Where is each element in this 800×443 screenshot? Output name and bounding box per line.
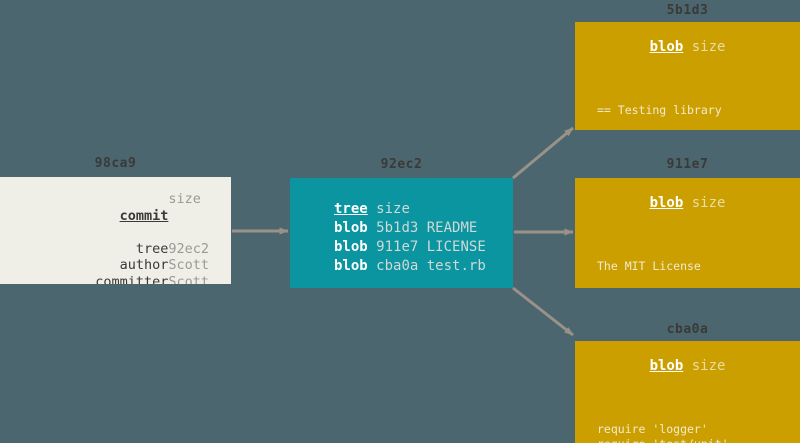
tree-box-body: tree size blob 5b1d3 README blob 911e7 L… — [290, 178, 513, 288]
table-row: tree 92ec2 — [22, 241, 209, 258]
node-blob-5b1d3[interactable]: 5b1d3 blob size == Testing library This … — [575, 3, 800, 130]
tree-entry-kind: blob — [334, 258, 368, 274]
tree-entry-detail: cba0a test.rb — [368, 258, 486, 274]
tree-entry-detail: 5b1d3 README — [368, 220, 478, 236]
commit-field-value-author: Scott — [168, 257, 209, 273]
blob-test-body: blob size require 'logger' require 'test… — [575, 341, 800, 443]
blob-readme-content: == Testing library This library is used … — [575, 55, 800, 130]
list-item: blob cba0a test.rb — [334, 257, 513, 276]
table-row: commit size — [22, 191, 209, 241]
node-blob-test-id-label: cba0a — [666, 322, 709, 337]
node-tree-id-label: 92ec2 — [380, 157, 423, 172]
blob-test-header: blob size — [575, 341, 800, 374]
blob-type-label: blob — [649, 195, 684, 211]
commit-box-body: commit size tree 92ec2 author Scott comm… — [0, 177, 231, 284]
blob-readme-header: blob size — [575, 22, 800, 55]
node-tree-92ec2[interactable]: 92ec2 tree size blob 5b1d3 README blob 9… — [290, 157, 513, 288]
tree-entry-hash: 5b1d3 — [376, 220, 419, 236]
tree-entry-name: README — [426, 220, 478, 236]
blob-paragraph: == Testing library — [597, 103, 722, 117]
blob-paragraph: The MIT License — [597, 259, 701, 273]
commit-field-key-committer: committer — [95, 273, 169, 285]
tree-size-label: size — [376, 201, 410, 217]
edge-tree-to-blob-readme — [512, 126, 574, 180]
commit-type-key: commit — [119, 207, 169, 224]
blob-license-header: blob size — [575, 178, 800, 211]
commit-field-value-tree: 92ec2 — [168, 240, 209, 257]
list-item: blob 5b1d3 README — [334, 219, 513, 238]
node-blob-readme-id-label: 5b1d3 — [666, 3, 709, 18]
blob-license-content: The MIT License Copyright (c) 2008 Scott… — [575, 211, 800, 288]
node-blob-911e7[interactable]: 911e7 blob size The MIT License Copyrigh… — [575, 157, 800, 288]
table-row: committer Scott — [22, 274, 209, 285]
blob-size-label: size — [691, 358, 726, 374]
tree-entry-name: LICENSE — [426, 239, 486, 255]
tree-header-line: tree size — [334, 200, 513, 219]
tree-entry-hash: 911e7 — [376, 239, 419, 255]
commit-field-table: commit size tree 92ec2 author Scott comm… — [22, 191, 209, 284]
blob-size-label: size — [691, 39, 726, 55]
commit-field-key-tree: tree — [135, 240, 169, 257]
node-commit-98ca9[interactable]: 98ca9 commit size tree 92ec2 author Scot… — [0, 156, 231, 284]
tree-entry-name: test.rb — [426, 258, 486, 274]
node-commit-id-label: 98ca9 — [94, 156, 137, 171]
blob-test-content: require 'logger' require 'test/unit' cla… — [575, 374, 800, 443]
tree-entry-hash: cba0a — [376, 258, 419, 274]
tree-entry-kind: blob — [334, 220, 368, 236]
commit-field-value-committer: Scott — [168, 273, 209, 285]
commit-field-key-author: author — [119, 257, 169, 273]
tree-type-label: tree — [334, 201, 368, 217]
blob-license-body: blob size The MIT License Copyright (c) … — [575, 178, 800, 288]
table-row: author Scott — [22, 257, 209, 274]
node-blob-license-id-label: 911e7 — [666, 157, 709, 172]
tree-entry-kind: blob — [334, 239, 368, 255]
blob-readme-body: blob size == Testing library This librar… — [575, 22, 800, 130]
tree-entry-list: tree size blob 5b1d3 README blob 911e7 L… — [290, 178, 513, 276]
blob-type-label: blob — [649, 358, 684, 374]
blob-paragraph: require 'logger' require 'test/unit' — [597, 422, 729, 443]
tree-entry-detail: 911e7 LICENSE — [368, 239, 486, 255]
list-item: blob 911e7 LICENSE — [334, 238, 513, 257]
node-blob-cba0a[interactable]: cba0a blob size require 'logger' require… — [575, 322, 800, 443]
blob-size-label: size — [691, 195, 726, 211]
edge-tree-to-blob-test — [512, 286, 574, 337]
commit-size-value: size — [168, 191, 201, 207]
blob-type-label: blob — [649, 39, 684, 55]
